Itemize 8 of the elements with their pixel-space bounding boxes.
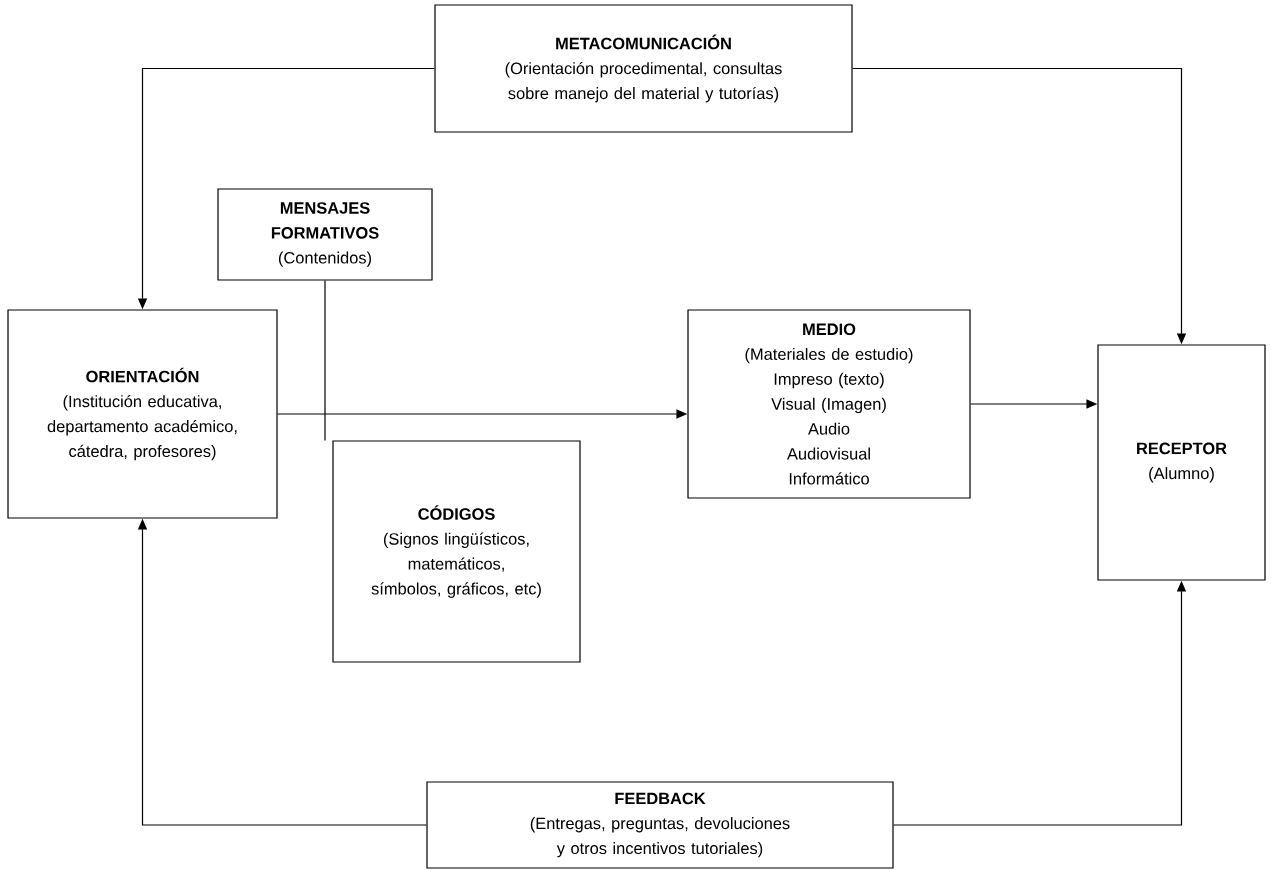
text-box: MEDIO (Materiales de estudio) Impreso (texto) Visual (Imagen) Audio Audiovisual Informático	[687, 309, 971, 499]
text-box: RECEPTOR (Alumno)	[1097, 344, 1266, 581]
connector-line	[324, 280, 326, 441]
text-box: CÓDIGOS (Signos lingüísticos, matemáticos, símbolos, gráficos, etc)	[332, 440, 581, 663]
text-box: ORIENTACIÓN (Institución educativa, departamento académico, cátedra, profesores)	[7, 309, 278, 519]
text-box: METACOMUNICACIÓN (Orientación procedimental, consultas sobre manejo del material y tutorías)	[434, 4, 853, 133]
text-box: FEEDBACK (Entregas, preguntas, devoluciones y otros incentivos tutoriales)	[426, 781, 894, 869]
text-box: MENSAJES FORMATIVOS (Contenidos)	[217, 188, 433, 281]
